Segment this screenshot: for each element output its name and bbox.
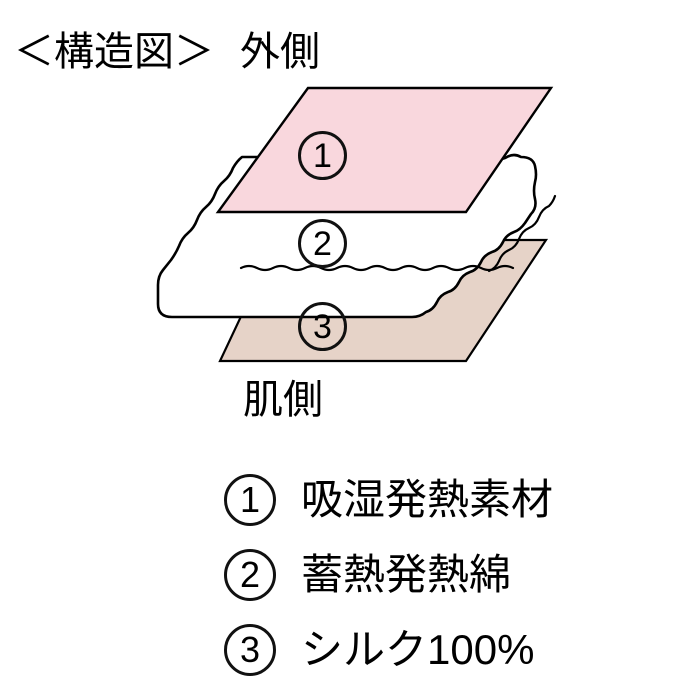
- layer-3-number-badge: 3: [298, 302, 347, 351]
- legend-3-number-badge: 3: [224, 623, 276, 676]
- legend-item: 2 蓄熱発熱綿: [224, 537, 664, 612]
- legend-2-label: 蓄熱発熱綿: [301, 550, 512, 598]
- layer-2-number-badge: 2: [298, 219, 347, 268]
- legend-1-label: 吸湿発熱素材: [301, 475, 554, 523]
- wadding-quilt-seam-front: [239, 264, 515, 272]
- legend-1-number-badge: 1: [224, 473, 276, 526]
- legend: 1 吸湿発熱素材 2 蓄熱発熱綿 3 シルク100%: [224, 462, 664, 687]
- skin-side-label: 肌側: [243, 378, 323, 422]
- layer-1-number-badge: 1: [298, 131, 347, 180]
- legend-3-label: シルク100%: [301, 625, 535, 673]
- page-title: ＜構造図＞: [14, 30, 214, 74]
- wadding-quilt-seam-side: [487, 194, 557, 273]
- layer-1-outer-parallelogram: [215, 86, 554, 214]
- outer-side-label: 外側: [240, 30, 320, 74]
- legend-item: 3 シルク100%: [224, 612, 664, 687]
- legend-item: 1 吸湿発熱素材: [224, 462, 664, 537]
- legend-2-number-badge: 2: [224, 548, 276, 601]
